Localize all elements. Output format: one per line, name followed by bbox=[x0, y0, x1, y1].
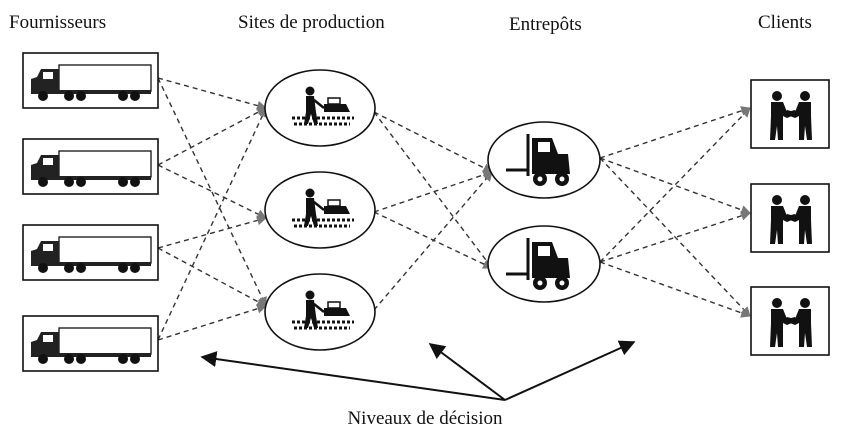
flow-arrow bbox=[157, 107, 267, 341]
flow-arrow bbox=[373, 170, 493, 213]
flow-arrow bbox=[157, 164, 267, 219]
flow-arrow bbox=[373, 171, 493, 311]
flow-arrow bbox=[157, 215, 267, 249]
truck-icon bbox=[31, 236, 152, 273]
truck-icon bbox=[31, 64, 152, 101]
forklift-icon bbox=[506, 238, 570, 290]
decision-arrow bbox=[504, 340, 636, 401]
client-node bbox=[750, 79, 830, 149]
decision-arrow bbox=[200, 351, 506, 401]
clients-title: Clients bbox=[758, 12, 812, 33]
flow-arrows bbox=[157, 77, 751, 401]
flow-arrow bbox=[157, 107, 267, 166]
supplier-node bbox=[22, 315, 159, 372]
truck-icon bbox=[31, 327, 152, 364]
flow-arrow bbox=[373, 111, 493, 269]
production-node bbox=[264, 273, 376, 351]
production-title: Sites de production bbox=[238, 12, 385, 33]
supplier-node bbox=[22, 52, 159, 109]
handshake-icon bbox=[770, 91, 812, 140]
factory-worker-icon bbox=[292, 290, 354, 330]
decision-levels-label: Niveaux de décision bbox=[347, 408, 503, 429]
factory-worker-icon bbox=[292, 188, 354, 228]
client-node bbox=[750, 183, 830, 253]
warehouse-node bbox=[487, 225, 601, 303]
flow-arrow bbox=[599, 157, 751, 317]
flow-arrow bbox=[157, 303, 267, 341]
production-node bbox=[264, 69, 376, 147]
flow-arrow bbox=[599, 157, 751, 215]
flow-arrow bbox=[599, 107, 751, 263]
warehouse-node bbox=[487, 121, 601, 199]
flow-arrow bbox=[157, 77, 267, 111]
suppliers-title: Fournisseurs bbox=[9, 12, 107, 33]
handshake-icon bbox=[770, 298, 812, 347]
decision-arrow bbox=[428, 343, 506, 401]
flow-arrow bbox=[599, 106, 751, 159]
warehouses-title: Entrepôts bbox=[509, 14, 582, 35]
production-node bbox=[264, 171, 376, 249]
truck-icon bbox=[31, 150, 152, 187]
factory-worker-icon bbox=[292, 86, 354, 126]
flow-arrow bbox=[373, 111, 493, 173]
client-node bbox=[750, 286, 830, 356]
forklift-icon bbox=[506, 134, 570, 186]
supplier-node bbox=[22, 138, 159, 195]
supplier-node bbox=[22, 224, 159, 281]
flow-arrow bbox=[157, 247, 267, 307]
handshake-icon bbox=[770, 195, 812, 244]
flow-arrow bbox=[157, 77, 267, 307]
flow-arrow bbox=[599, 261, 751, 318]
